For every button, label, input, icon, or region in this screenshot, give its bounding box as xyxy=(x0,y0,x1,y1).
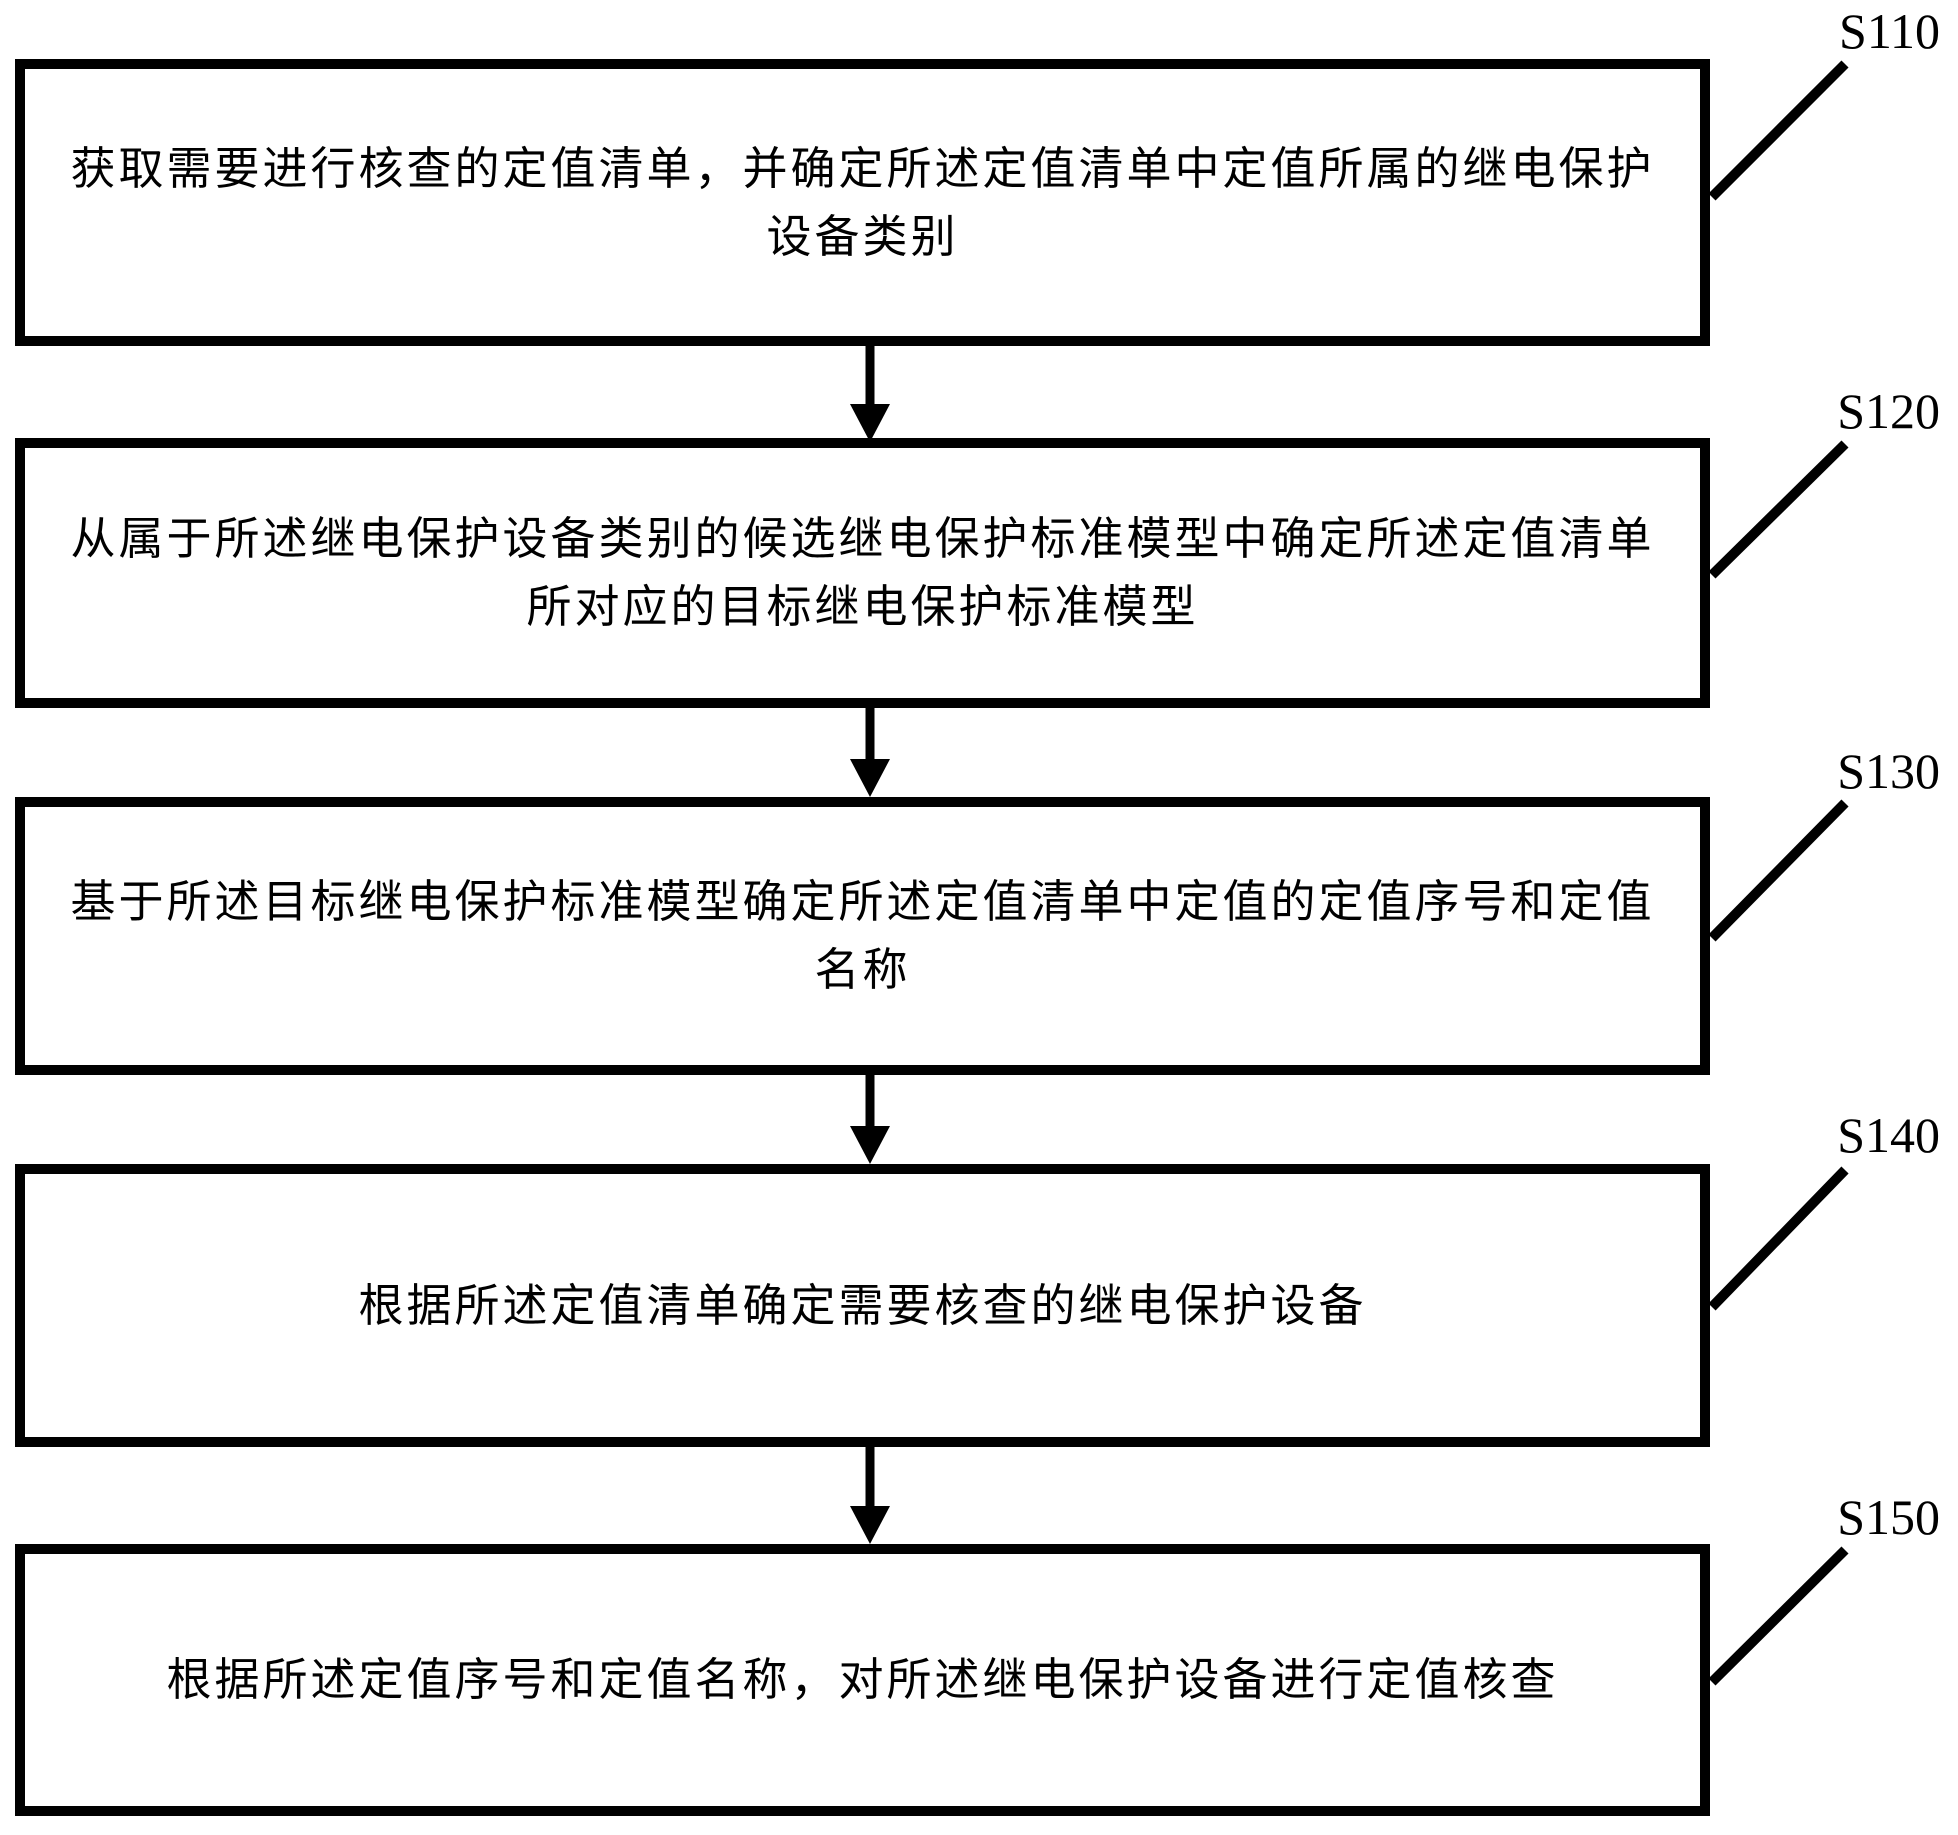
step-s150-line-1: 根据所述定值序号和定值名称，对所述继电保护设备进行定值核查 xyxy=(166,1655,1559,1705)
step-s130-line-2: 名称 xyxy=(814,945,911,995)
step-label-s110: S110 xyxy=(1839,3,1940,59)
step-box-s130: 基于所述目标继电保护标准模型确定所述定值清单中定值的定值序号和定值 名称 xyxy=(15,797,1710,1075)
step-s150-text: 根据所述定值序号和定值名称，对所述继电保护设备进行定值核查 xyxy=(166,1646,1558,1714)
step-s110-text: 获取需要进行核查的定值清单，并确定所述定值清单中定值所属的继电保护 设备类别 xyxy=(70,135,1654,271)
step-label-s140: S140 xyxy=(1837,1107,1940,1163)
leader-line-s110 xyxy=(1708,60,1849,201)
step-s130-line-1: 基于所述目标继电保护标准模型确定所述定值清单中定值的定值序号和定值 xyxy=(70,877,1655,927)
leader-line-s140 xyxy=(1708,1166,1849,1311)
step-label-s120: S120 xyxy=(1837,383,1940,439)
leader-line-s150 xyxy=(1708,1546,1849,1686)
step-s140-text: 根据所述定值清单确定需要核查的继电保护设备 xyxy=(358,1272,1366,1340)
step-box-s120: 从属于所述继电保护设备类别的候选继电保护标准模型中确定所述定值清单 所对应的目标… xyxy=(15,438,1710,708)
step-s120-text: 从属于所述继电保护设备类别的候选继电保护标准模型中确定所述定值清单 所对应的目标… xyxy=(70,505,1654,641)
step-s110-line-1: 获取需要进行核查的定值清单，并确定所述定值清单中定值所属的继电保护 xyxy=(70,143,1655,194)
flow-arrow-1-head xyxy=(850,404,890,442)
step-box-s140: 根据所述定值清单确定需要核查的继电保护设备 xyxy=(15,1164,1710,1447)
step-s110-line-2: 设备类别 xyxy=(766,211,959,262)
flow-arrow-3-head xyxy=(850,1126,890,1164)
step-box-s150: 根据所述定值序号和定值名称，对所述继电保护设备进行定值核查 xyxy=(15,1544,1710,1816)
step-s140-line-1: 根据所述定值清单确定需要核查的继电保护设备 xyxy=(358,1280,1367,1331)
step-label-s130: S130 xyxy=(1837,743,1940,799)
flow-arrow-2-head xyxy=(850,759,890,797)
flow-arrow-4-head xyxy=(850,1506,890,1544)
step-box-s110: 获取需要进行核查的定值清单，并确定所述定值清单中定值所属的继电保护 设备类别 xyxy=(15,59,1710,346)
leader-line-s130 xyxy=(1708,799,1849,942)
step-label-s150: S150 xyxy=(1837,1489,1940,1545)
step-s120-line-1: 从属于所述继电保护设备类别的候选继电保护标准模型中确定所述定值清单 xyxy=(70,514,1655,564)
step-s120-line-2: 所对应的目标继电保护标准模型 xyxy=(526,582,1199,632)
step-s130-text: 基于所述目标继电保护标准模型确定所述定值清单中定值的定值序号和定值 名称 xyxy=(70,868,1654,1004)
leader-line-s120 xyxy=(1708,440,1849,579)
